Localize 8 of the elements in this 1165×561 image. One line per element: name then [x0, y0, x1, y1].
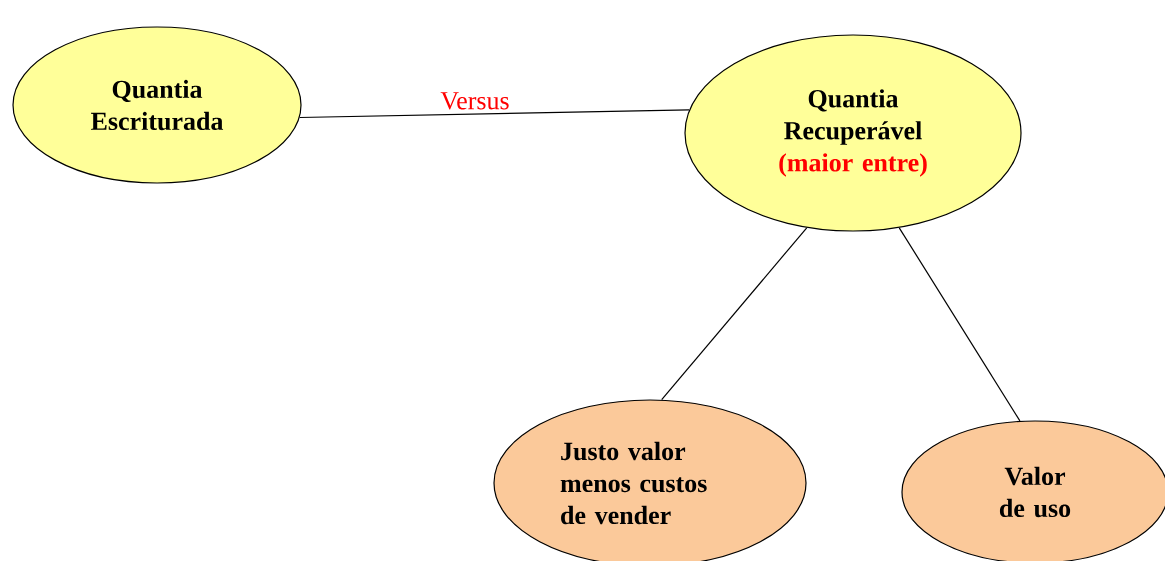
edge-label: Versus	[440, 92, 509, 110]
ellipse-node: Quantia Escriturada	[12, 26, 302, 184]
connector-line	[898, 227, 1021, 422]
ellipse-node: Quantia Recuperável (maior entre)	[684, 34, 1022, 232]
connector-line	[299, 109, 690, 119]
ellipse-node: Valor de uso	[901, 420, 1165, 561]
ellipse-node: Justo valor menos custos de vender	[493, 399, 807, 561]
connector-line	[661, 227, 808, 401]
